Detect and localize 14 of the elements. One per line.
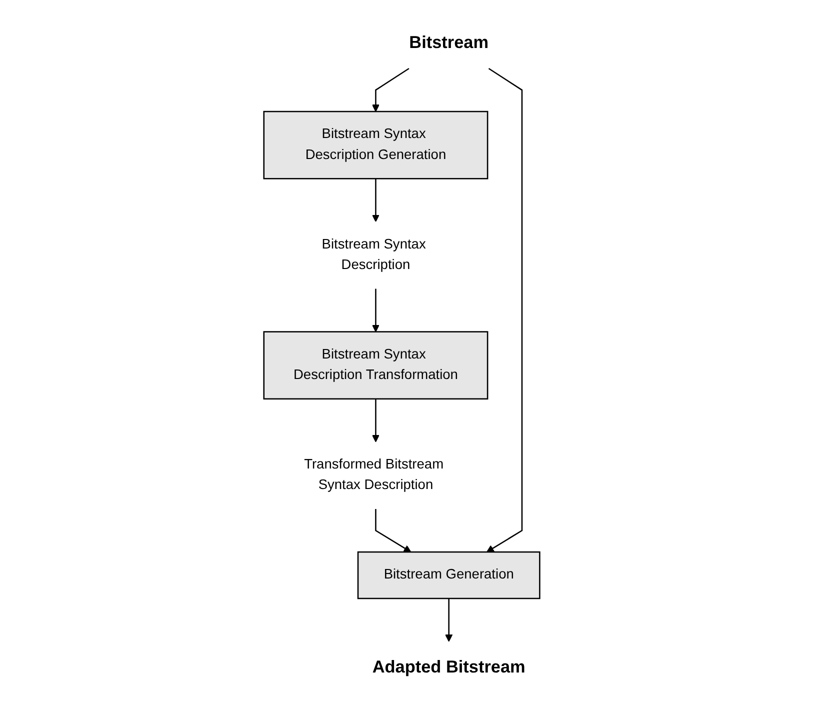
node-text: Bitstream Syntax Description [322,236,426,272]
node-box: Bitstream Syntax Description Transformation [264,330,489,400]
arrow [372,288,380,332]
arrow [372,398,380,442]
arrow [372,67,410,112]
node-box: Bitstream Generation [358,550,541,599]
arrow [376,508,412,552]
arrow [486,67,524,552]
arrow [446,598,454,642]
node-text: Transformed Bitstream Syntax Description [304,456,444,492]
node-box: Bitstream Syntax Description Generation [264,110,489,179]
node-text: Adapted Bitstream [372,657,526,676]
node-text: Bitstream [410,32,490,52]
arrow [372,178,380,222]
